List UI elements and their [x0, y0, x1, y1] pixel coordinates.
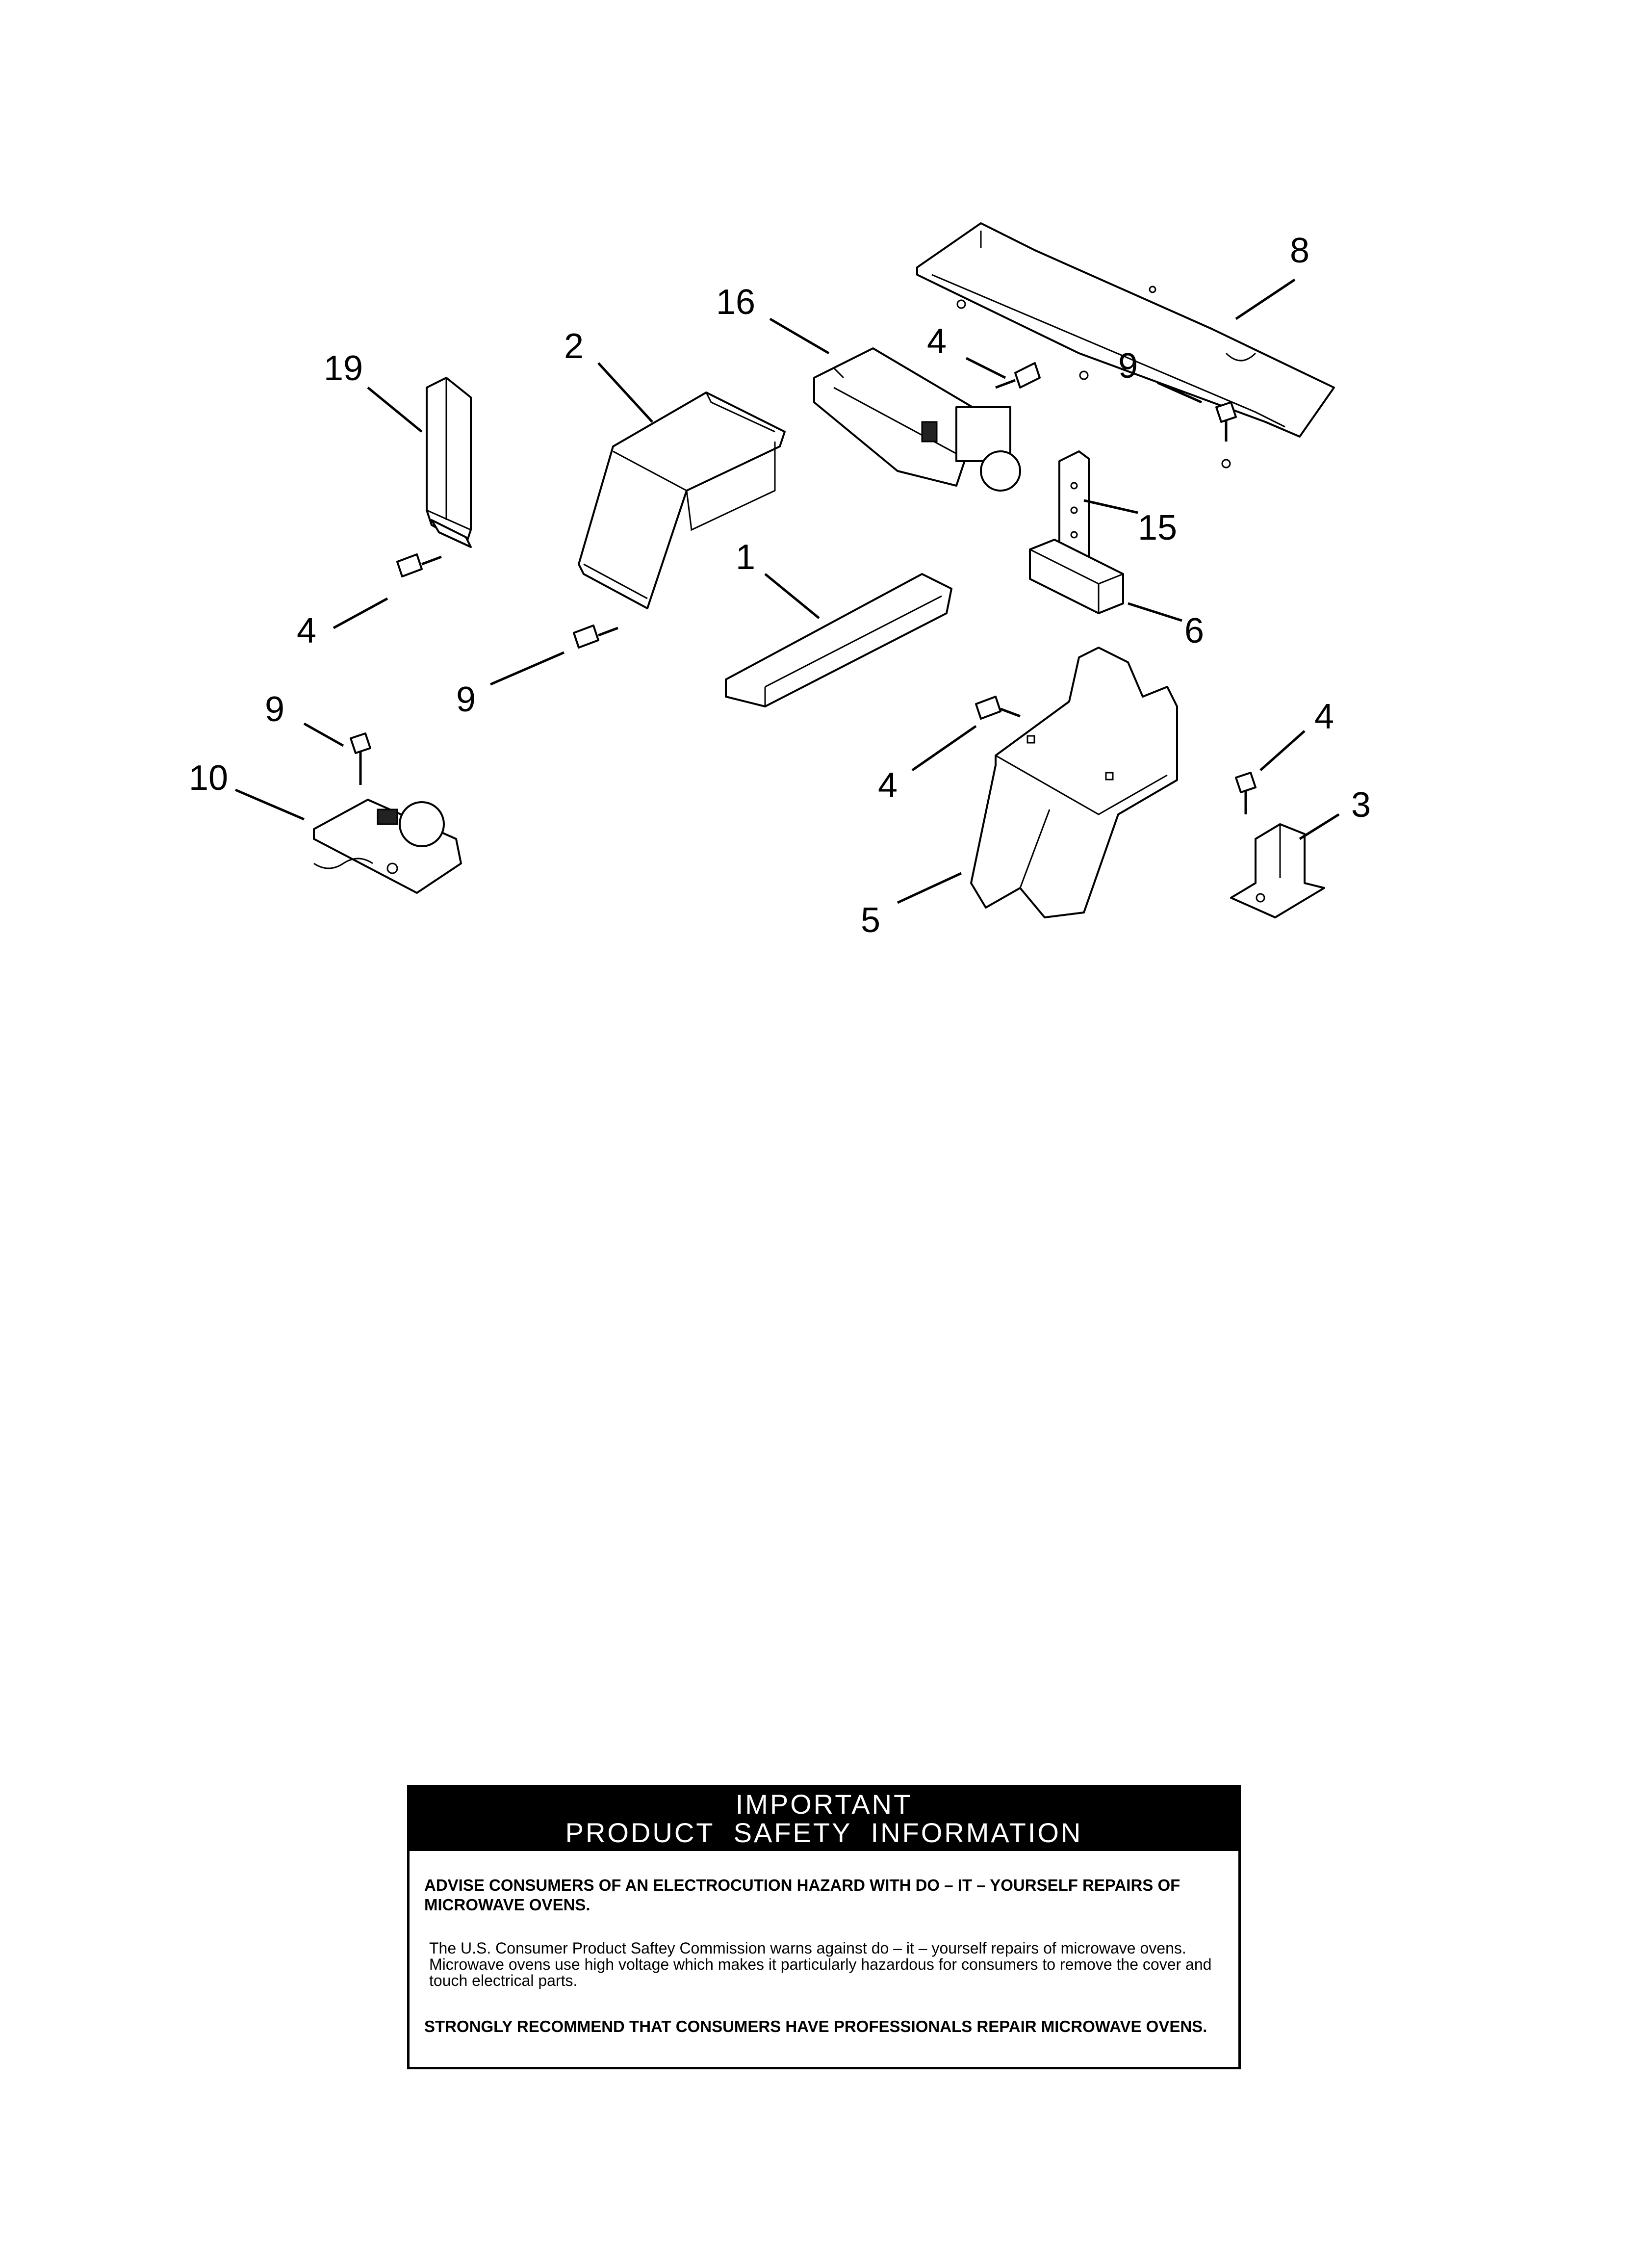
part-19-bracket — [426, 377, 472, 548]
callout-9: 9 — [456, 680, 476, 719]
callout-4: 4 — [927, 322, 947, 361]
callout-9: 9 — [1118, 346, 1138, 386]
callout-3: 3 — [1351, 785, 1371, 825]
screw-9a-icon — [1215, 401, 1237, 442]
part-16-assembly — [813, 347, 1021, 492]
screw-4d-icon — [1235, 772, 1257, 814]
screw-4b-icon — [396, 553, 442, 577]
recommend-text: STRONGLY RECOMMEND THAT CONSUMERS HAVE P… — [424, 2017, 1207, 2035]
safety-header-title: IMPORTANT — [735, 1789, 913, 1820]
callout-16: 16 — [716, 283, 755, 322]
callout-5: 5 — [861, 901, 880, 940]
part-8-bracket — [916, 222, 1335, 469]
part-2-duct — [578, 391, 786, 609]
callout-1: 1 — [736, 538, 755, 577]
callout-4: 4 — [297, 611, 316, 651]
screw-4a-icon — [995, 362, 1041, 389]
part-10-switch — [313, 799, 462, 894]
callout-15: 15 — [1138, 508, 1177, 547]
callout-19: 19 — [324, 349, 363, 388]
leader-lines — [235, 278, 1340, 904]
callout-4: 4 — [878, 766, 898, 805]
part-1-channel — [725, 573, 952, 707]
callout-4: 4 — [1314, 697, 1334, 736]
screw-9c-icon — [350, 732, 371, 785]
screw-4c-icon — [975, 696, 1021, 720]
callout-6: 6 — [1184, 611, 1204, 651]
exploded-parts-diagram: 8 16 4 9 2 19 15 6 1 4 9 9 10 4 5 4 3 — [189, 222, 1371, 940]
callout-10: 10 — [189, 758, 228, 798]
advise-text: ADVISE CONSUMERS OF AN ELECTROCUTION HAZ… — [424, 1876, 1180, 1914]
product-safety-box: IMPORTANT PRODUCT SAFETY INFORMATION ADV… — [407, 1785, 1241, 2069]
callout-9: 9 — [265, 690, 284, 729]
callout-8: 8 — [1290, 231, 1309, 270]
safety-header-subtitle: PRODUCT SAFETY INFORMATION — [565, 1817, 1083, 1848]
part-6-block — [1029, 539, 1124, 614]
part-5-shroud — [970, 647, 1178, 918]
callout-2: 2 — [564, 327, 584, 366]
part-3-bracket — [1230, 823, 1325, 918]
screw-9b-icon — [573, 625, 618, 649]
safety-header: IMPORTANT PRODUCT SAFETY INFORMATION — [410, 1787, 1238, 1851]
warning-text: The U.S. Consumer Product Saftey Commiss… — [429, 1939, 1212, 1989]
